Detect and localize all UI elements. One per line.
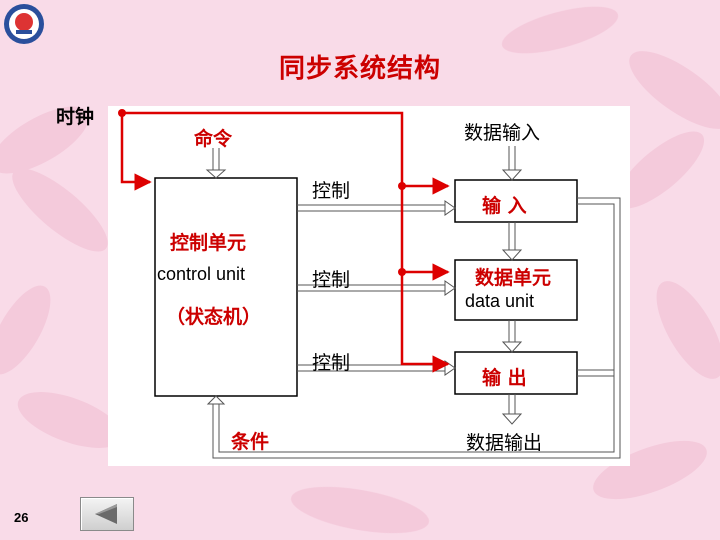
university-emblem-icon	[4, 4, 44, 44]
control-unit-box	[154, 177, 298, 397]
input-box	[454, 179, 578, 223]
state-machine-label: （状态机）	[166, 306, 262, 328]
control-label-1: 控制	[312, 180, 351, 202]
control-label-3: 控制	[312, 352, 351, 374]
back-button[interactable]	[80, 497, 134, 531]
command-label: 命令	[194, 128, 233, 150]
back-arrow-icon	[95, 504, 117, 524]
input-box-label: 输 入	[482, 195, 527, 217]
data-flow-arrows	[206, 146, 621, 459]
junction-dots	[118, 109, 406, 276]
control-unit-en-label: control unit	[157, 264, 246, 284]
page-title: 同步系统结构	[278, 54, 441, 84]
control-unit-cn-label: 控制单元	[170, 232, 247, 254]
page-number: 26	[14, 510, 29, 525]
data-unit-en-label: data unit	[465, 291, 535, 311]
data-unit-box	[454, 259, 578, 321]
clock-signal-lines	[120, 111, 450, 373]
condition-label: 条件	[231, 431, 270, 453]
clock-label: 时钟	[56, 106, 95, 128]
output-box-label: 输 出	[482, 367, 527, 389]
data-output-label: 数据输出	[466, 432, 543, 454]
data-input-label: 数据输入	[464, 122, 541, 144]
control-label-2: 控制	[312, 269, 351, 291]
command-arrow	[205, 148, 227, 179]
data-unit-cn-label: 数据单元	[475, 267, 552, 289]
output-box	[454, 351, 578, 395]
